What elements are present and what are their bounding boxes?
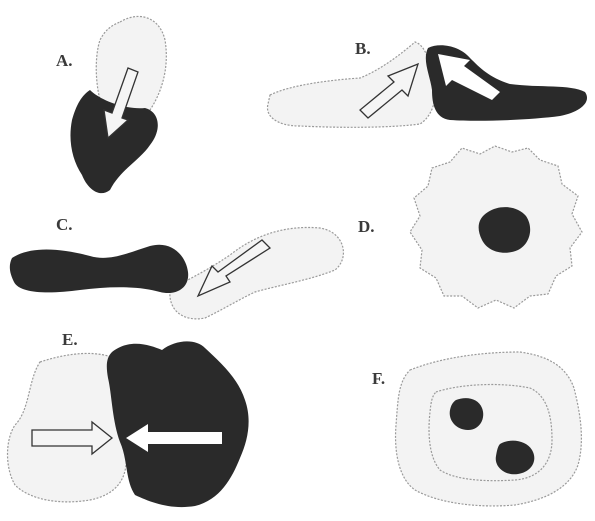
panel-f-label: F. [372, 369, 385, 388]
panel-e: E. [8, 330, 249, 507]
panel-c-dark-cell [10, 245, 188, 293]
panel-b: B. [267, 39, 587, 127]
panel-e-dark-cell [107, 341, 249, 507]
panel-e-label: E. [62, 330, 78, 349]
panel-f-inner-cell [429, 385, 552, 481]
panel-f: F. [372, 352, 581, 506]
panel-d: D. [358, 146, 582, 308]
panel-c-light-cell [170, 227, 344, 318]
panel-a: A. [56, 16, 166, 193]
panel-c: C. [10, 215, 344, 319]
panel-c-label: C. [56, 215, 73, 234]
panel-d-label: D. [358, 217, 375, 236]
panel-b-label: B. [355, 39, 371, 58]
panel-a-label: A. [56, 51, 73, 70]
